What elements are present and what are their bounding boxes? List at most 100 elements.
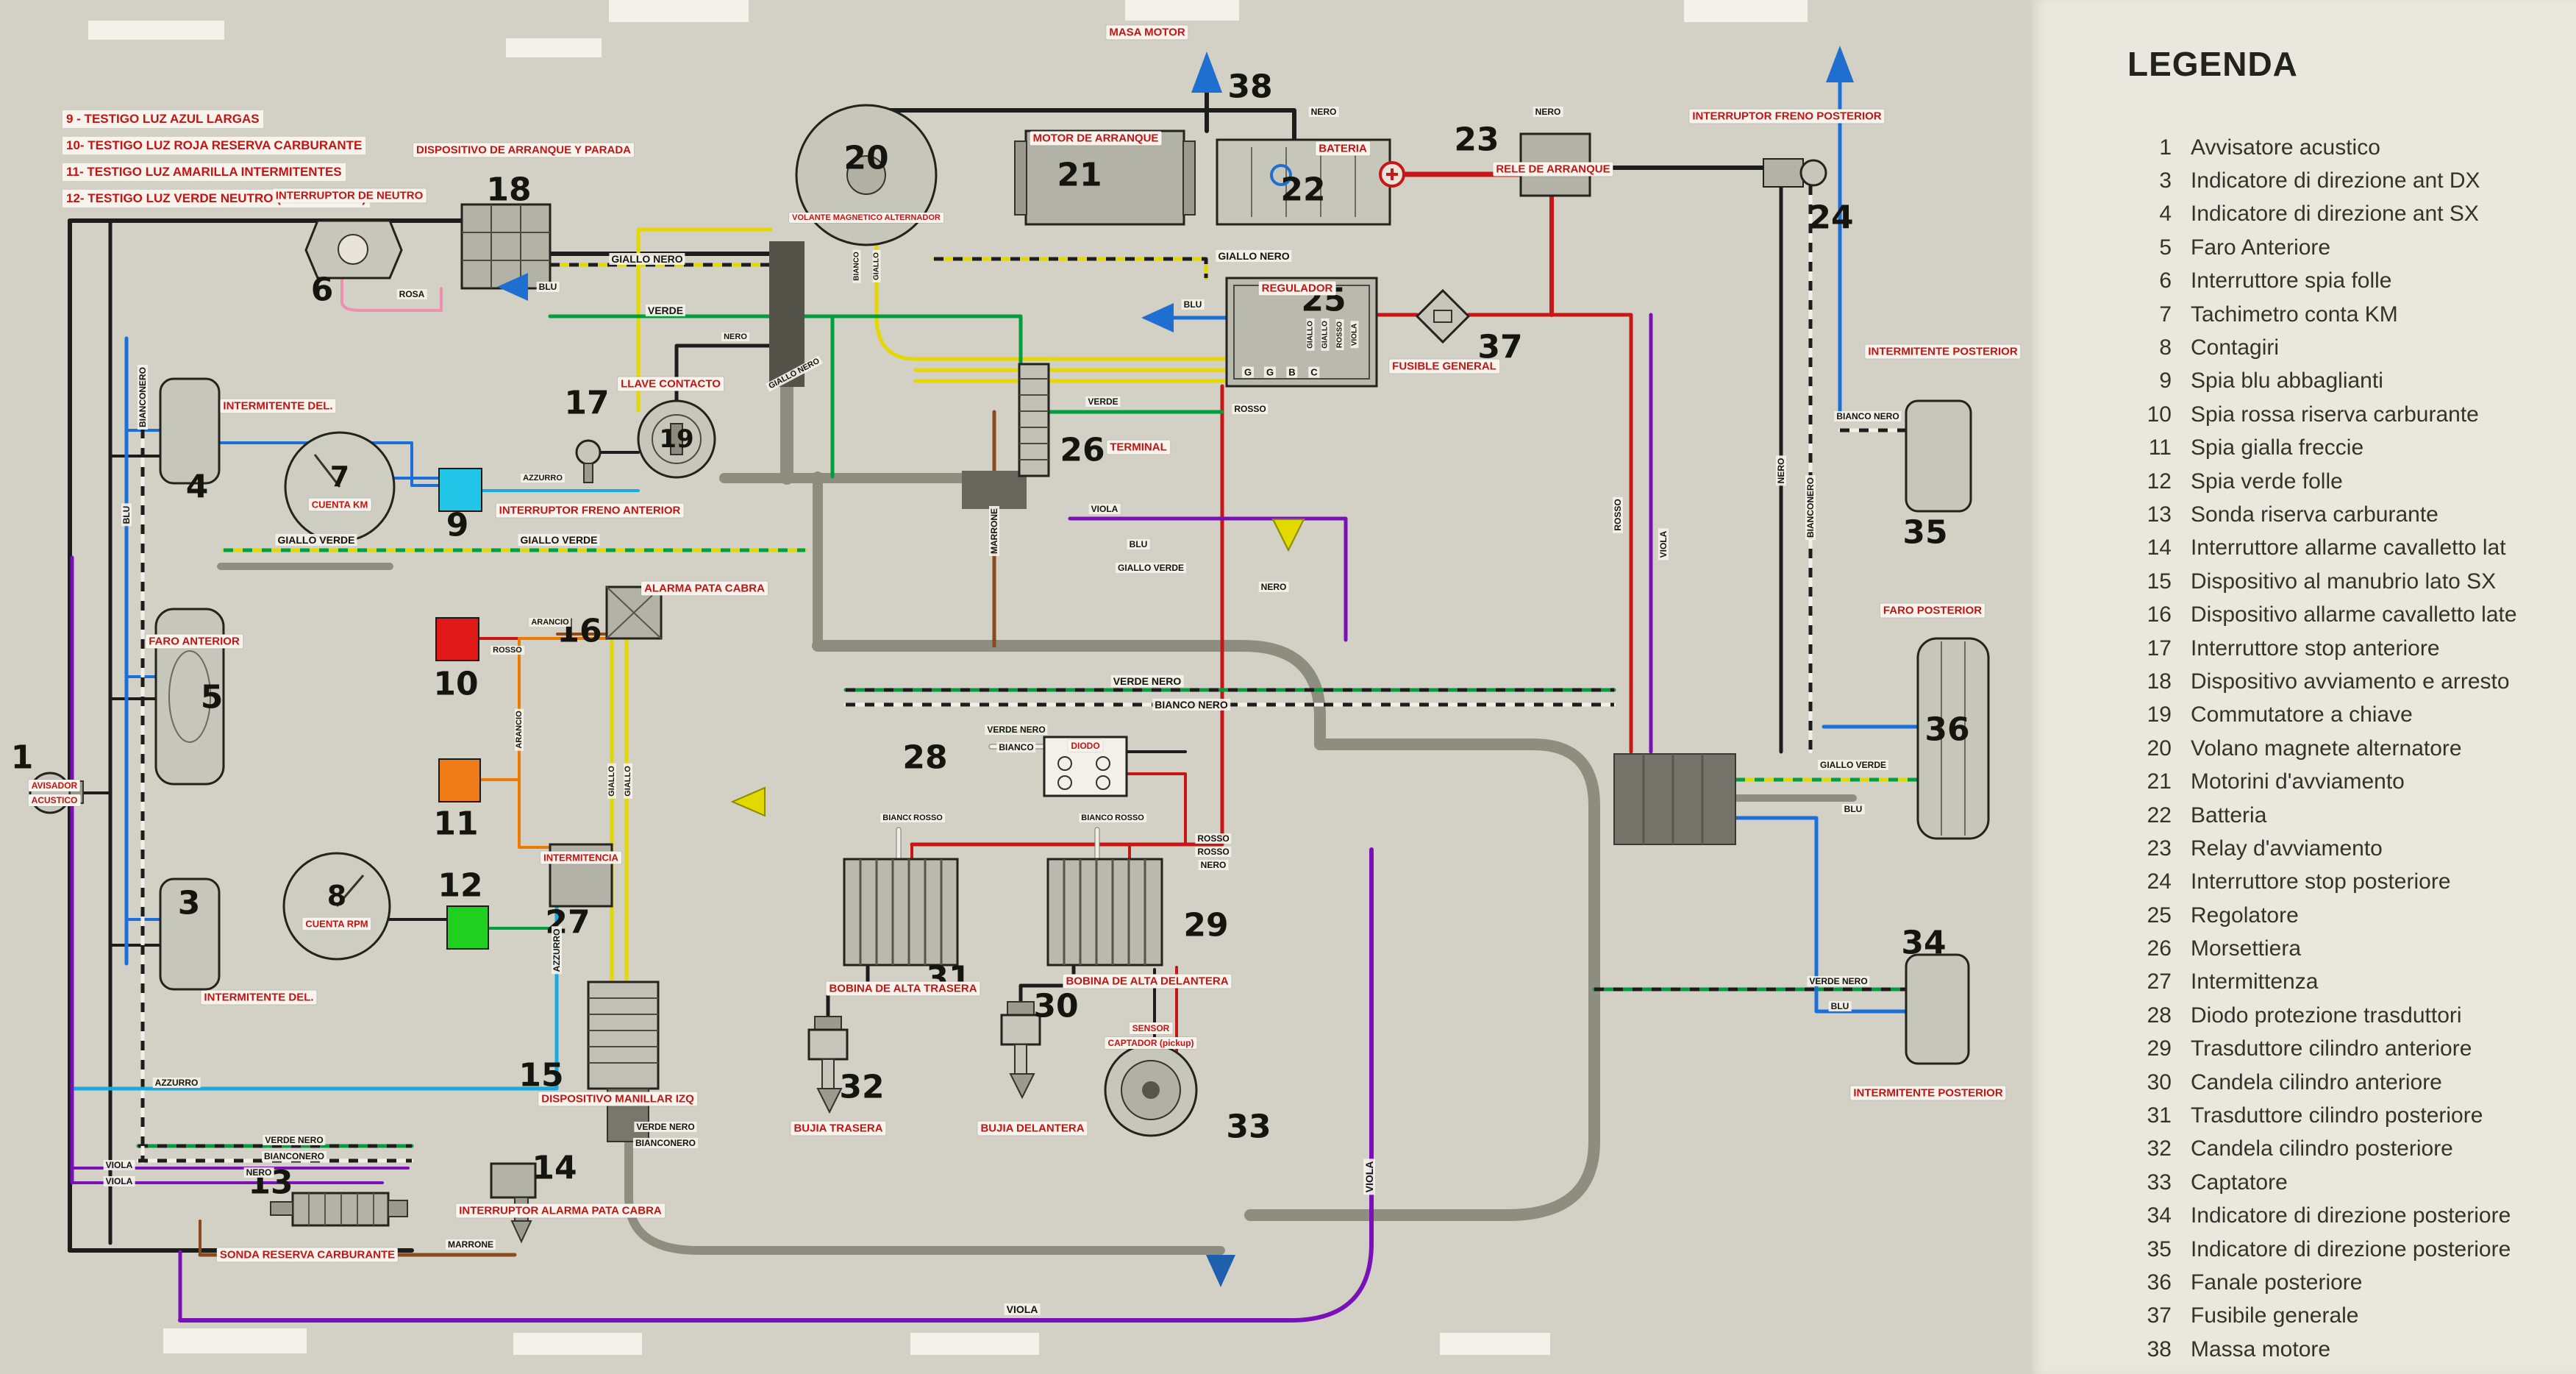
legend-item-number: 8 (2159, 335, 2172, 360)
coil-rear (843, 858, 959, 967)
coil-rear-stripes (859, 859, 943, 965)
legend-item: 30 Candela cilindro anteriore (2129, 1066, 2575, 1099)
wire (802, 314, 835, 479)
legend-item-number: 26 (2147, 936, 2172, 961)
spark-plug-front-terminal (1007, 1001, 1035, 1016)
battery (1216, 138, 1391, 226)
fuel-sensor-tip (270, 1201, 293, 1216)
legend-item-label: Dispositivo allarme cavalletto late (2191, 602, 2517, 627)
diode-dot (1057, 775, 1072, 790)
lamp-neutral (446, 905, 489, 950)
legend-item-label: Spia blu abbaglianti (2191, 369, 2383, 394)
wire (1549, 313, 1633, 754)
legend-item-label: Fanale posteriore (2191, 1270, 2363, 1295)
component-shapes (29, 46, 1990, 1287)
harness-junction-detail (1642, 754, 1704, 844)
front-indicator-left (159, 878, 221, 991)
legend-item-number: 4 (2159, 202, 2172, 227)
paper-patch (88, 21, 224, 40)
engine-ground-arrow (1191, 51, 1222, 93)
spark-plug-rear-terminal (814, 1016, 842, 1030)
wire-stripe (934, 257, 1208, 278)
paper-patches (88, 0, 1808, 1355)
legend-item-label: Spia verde folle (2191, 469, 2343, 494)
spark-plug-rear-tip (816, 1088, 843, 1114)
legend-item-label: Indicatore di direzione ant SX (2191, 202, 2479, 227)
legend-item-label: Indicatore di direzione posteriore (2191, 1203, 2511, 1228)
legend-item-number: 30 (2147, 1069, 2172, 1094)
tachometer-needle (335, 875, 365, 907)
legend-item: 9 Spia blu abbaglianti (2129, 365, 2575, 398)
wire (932, 257, 1208, 280)
lamp-indicators (438, 758, 481, 802)
legend-item-number: 23 (2147, 836, 2172, 861)
key-switch-inner (652, 414, 702, 464)
fuse-general (1415, 288, 1471, 344)
legend-item-number: 7 (2159, 302, 2172, 327)
wire (1068, 516, 1348, 642)
legend-item-label: Motorini d'avviamento (2191, 769, 2405, 794)
horn (29, 772, 71, 814)
wire (1018, 963, 1076, 1003)
legend-item-number: 25 (2147, 903, 2172, 928)
legend-item: 36 Fanale posteriore (2129, 1266, 2575, 1299)
headlight (154, 608, 225, 786)
down-arrow-bottom (1206, 1255, 1235, 1287)
wire (518, 778, 552, 849)
legend-item-label: Captatore (2191, 1170, 2288, 1195)
handlebar-device-rungs (588, 997, 658, 1064)
pickup-sensor-hub (1142, 1081, 1160, 1099)
neutral-switch-center (338, 234, 368, 265)
starter-cap-left (1014, 140, 1027, 216)
legend-item-label: Candela cilindro anteriore (2191, 1069, 2442, 1094)
legend-item-number: 24 (2147, 869, 2172, 894)
legend-item-number: 34 (2147, 1203, 2172, 1228)
rear-brake-switch-body (1763, 158, 1804, 188)
wire (1125, 772, 1187, 846)
legend-item-label: Massa motore (2191, 1336, 2331, 1361)
fuel-sensor-fins (308, 1193, 374, 1225)
legend-item-label: Interruttore allarme cavalletto lat (2191, 535, 2506, 560)
legend-title: LEGENDA (2127, 45, 2298, 83)
legend-item-number: 31 (2147, 1103, 2172, 1128)
diode-box (1043, 736, 1128, 797)
diode-dot (1096, 775, 1110, 790)
harness-bundle (1237, 640, 1326, 750)
stand-switch-tip (510, 1220, 532, 1244)
regulator (1225, 277, 1378, 388)
legend-item-number: 20 (2147, 736, 2172, 761)
legend-item-number: 28 (2147, 1003, 2172, 1028)
legend-item-number: 37 (2147, 1303, 2172, 1328)
legend-item: 4 Indicatore di direzione ant SX (2129, 198, 2575, 231)
legend-item-number: 36 (2147, 1270, 2172, 1295)
yellow-arrow-down (1271, 519, 1305, 552)
starter-cap-right (1182, 140, 1196, 216)
ground-arrow-top-right (1826, 46, 1854, 82)
legend-item-number: 15 (2147, 569, 2172, 594)
paper-patch (1684, 0, 1808, 22)
legend-item-label: Sonda riserva carburante (2191, 502, 2438, 527)
battery-terminal-neg (1270, 164, 1292, 186)
start-stop-grid (462, 204, 550, 288)
flywheel-hub (846, 155, 886, 195)
rear-brake-switch-head (1799, 159, 1827, 187)
wire (826, 963, 870, 1017)
legend-item-number: 9 (2159, 369, 2172, 394)
harness-junction-block (1613, 753, 1736, 845)
wire (340, 277, 443, 312)
